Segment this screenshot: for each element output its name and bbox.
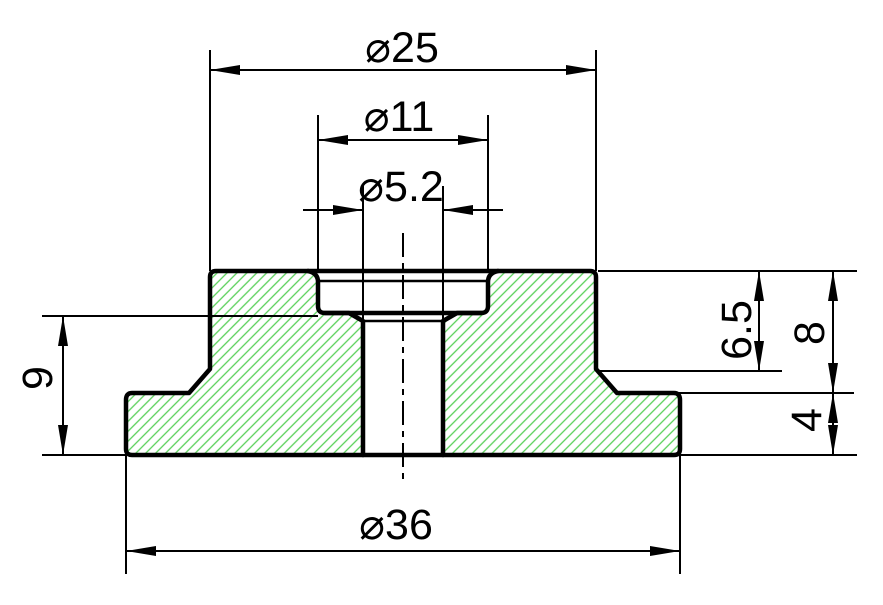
height-floor-arrow-bottom [58, 425, 68, 455]
part-right-half-section [440, 268, 683, 458]
height-upper-arrow-bottom [828, 363, 838, 393]
dia-hole-arrow-right [443, 205, 473, 215]
dia-counterbore-arrow-left [318, 135, 348, 145]
dia-base-arrow-left [126, 546, 156, 556]
dia-hole-label: ⌀5.2 [358, 163, 444, 211]
dia-hole-arrow-left [333, 205, 363, 215]
part-left-half-section [123, 268, 366, 458]
extension-lines-right [598, 270, 857, 456]
dim-height-floor: 9 [14, 315, 318, 456]
height-cylinder-arrow-top [754, 271, 764, 301]
dia-counterbore-arrow-right [458, 135, 488, 145]
height-flange-arrow-bottom [828, 425, 838, 455]
dim-height-cylinder: 6.5 [713, 271, 764, 371]
dia-base-arrow-right [650, 546, 680, 556]
dim-height-flange: 4 [783, 393, 838, 455]
dim-dia-counterbore: ⌀11 [317, 93, 489, 271]
dia-top-arrow-right [566, 65, 596, 75]
height-flange-label: 4 [783, 408, 831, 432]
dim-height-upper: 8 [786, 271, 838, 393]
dia-top-arrow-left [210, 65, 240, 75]
height-cylinder-arrow-bottom [754, 341, 764, 371]
height-cylinder-label: 6.5 [713, 300, 761, 360]
dim-dia-base: ⌀36 [125, 455, 681, 574]
height-floor-arrow-top [58, 316, 68, 346]
height-upper-label: 8 [786, 321, 834, 345]
dim-dia-hole: ⌀5.2 [303, 163, 503, 321]
height-flange-arrow-top [828, 393, 838, 423]
dia-top-label: ⌀25 [365, 24, 439, 72]
dia-base-label: ⌀36 [359, 501, 433, 549]
height-floor-label: 9 [14, 366, 62, 390]
dim-dia-top: ⌀25 [209, 24, 597, 271]
dia-counterbore-label: ⌀11 [364, 93, 435, 141]
height-upper-arrow-top [828, 271, 838, 301]
